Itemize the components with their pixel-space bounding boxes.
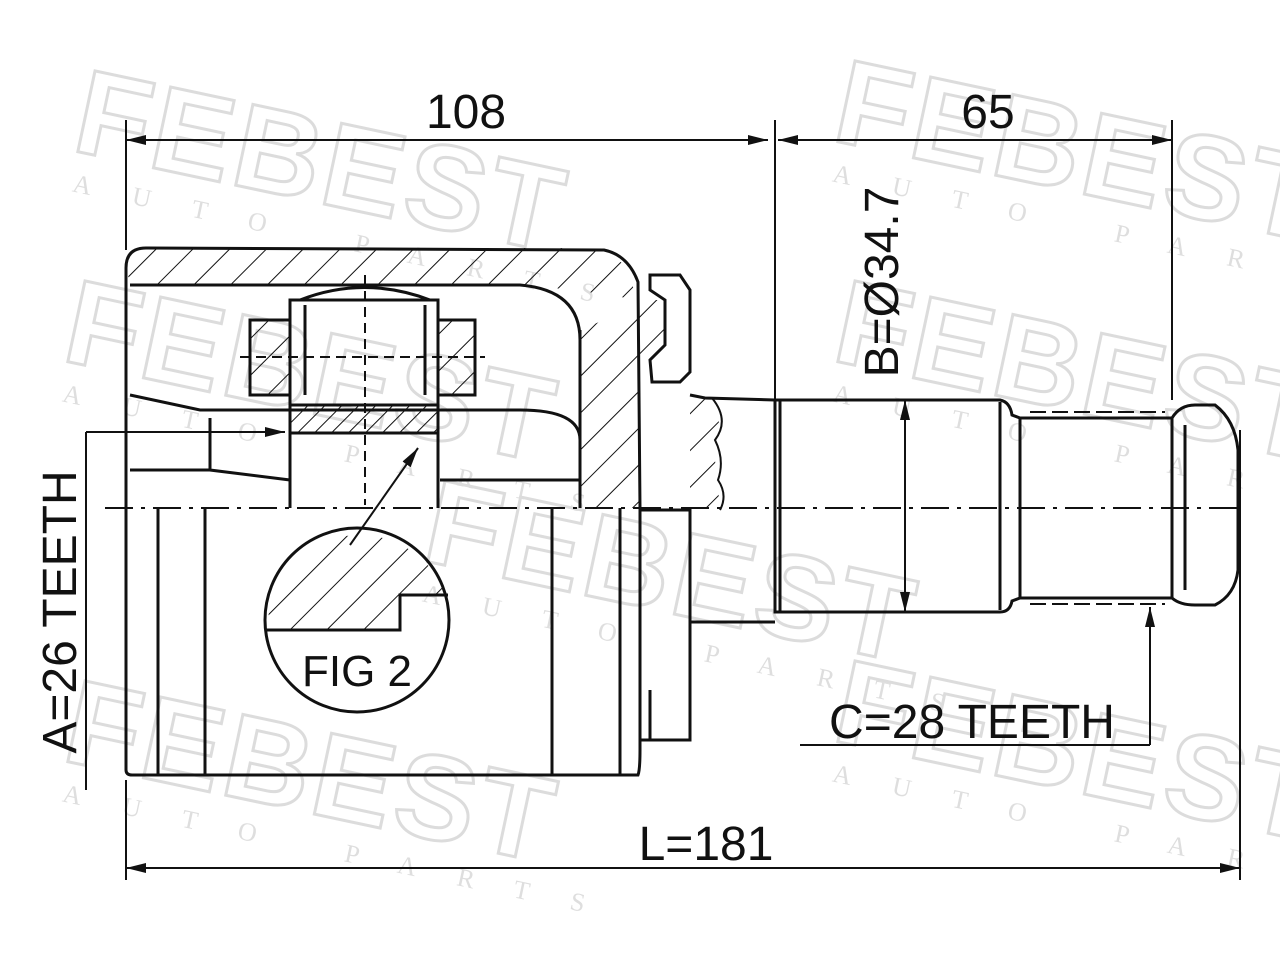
dim-label-65: 65 bbox=[961, 86, 1014, 139]
dim-label-diameter: B=Ø34.7 bbox=[856, 187, 909, 378]
watermark-layer: FEBEST AUTO PARTS FEBEST AUTO PARTS FEBE… bbox=[53, 33, 1280, 927]
fig2-detail: FIG 2 bbox=[263, 526, 451, 714]
dim-label-c-teeth: C=28 TEETH bbox=[829, 696, 1115, 749]
dimension-labels: 108 65 L=181 C=28 TEETH B=Ø34.7 A=26 TEE… bbox=[34, 86, 1115, 871]
joint-housing-section bbox=[124, 246, 692, 777]
joint-housing-outer bbox=[156, 508, 692, 775]
stub-shaft bbox=[689, 393, 1240, 624]
fig2-label: FIG 2 bbox=[302, 647, 412, 696]
dim-label-total: L=181 bbox=[639, 818, 774, 871]
dimension-lines bbox=[85, 120, 1241, 880]
dim-label-108: 108 bbox=[426, 86, 506, 139]
dim-label-a-teeth: A=26 TEETH bbox=[34, 470, 87, 753]
